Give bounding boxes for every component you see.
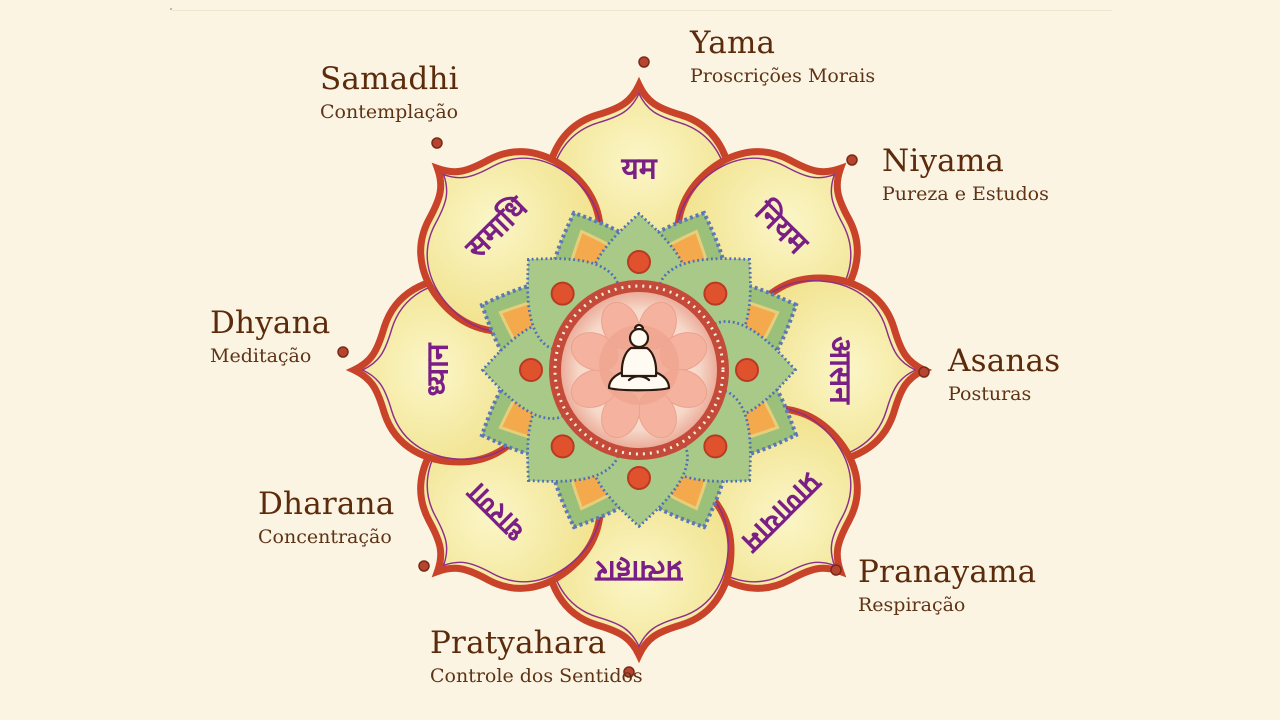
red-seed-dot xyxy=(519,358,543,382)
label-desc-yama: Proscrições Morais xyxy=(690,65,876,87)
top-divider-line xyxy=(172,10,1112,11)
inner-petal-secondary xyxy=(690,320,797,420)
meditating-buddha-icon xyxy=(607,323,671,392)
inner-petal-secondary xyxy=(641,372,786,517)
top-corner-dot xyxy=(170,8,172,10)
petal-tip-dot-dharana xyxy=(418,560,430,572)
red-seed-dot xyxy=(627,466,651,490)
inner-petal-secondary xyxy=(641,223,786,368)
petal-tip-dot-yama xyxy=(638,56,650,68)
label-desc-pratyahara: Controle dos Sentidos xyxy=(430,665,643,687)
petal-tip-dot-samadhi xyxy=(431,137,443,149)
inner-lotus-ring xyxy=(459,190,819,550)
label-desc-asanas: Posturas xyxy=(948,383,1032,405)
petal-samadhi: समाधि xyxy=(372,103,625,356)
inner-petal-secondary xyxy=(492,223,637,368)
red-seed-dot xyxy=(703,434,728,459)
petal-tip-dot-asanas xyxy=(918,366,930,378)
petal-script-pratyahara: प्रत्याहार xyxy=(594,554,684,589)
petal-script-yama: यम xyxy=(620,152,657,187)
inner-petal-secondary xyxy=(589,212,689,319)
label-desc-pranayama: Respiração xyxy=(858,594,966,616)
label-desc-niyama: Pureza e Estudos xyxy=(882,183,1049,205)
inner-petal-secondary xyxy=(481,320,588,420)
label-name-pratyahara: Pratyahara xyxy=(430,625,607,661)
label-name-dhyana: Dhyana xyxy=(210,305,331,341)
red-seed-dot xyxy=(627,250,651,274)
petal-tip-dot-niyama xyxy=(846,154,858,166)
petal-dhyana: ध्यान xyxy=(354,278,529,462)
inner-petal-secondary xyxy=(492,372,637,517)
red-seed-dot xyxy=(550,434,575,459)
label-name-yama: Yama xyxy=(690,25,776,61)
label-name-asanas: Asanas xyxy=(948,343,1061,379)
red-seed-dot xyxy=(550,281,575,306)
petal-script-dhyana: ध्यान xyxy=(421,342,456,396)
label-name-dharana: Dharana xyxy=(258,486,395,522)
label-name-samadhi: Samadhi xyxy=(320,61,459,97)
red-seed-dot xyxy=(703,281,728,306)
petal-asanas: आसन xyxy=(749,278,924,462)
petal-niyama: नियम xyxy=(653,103,906,356)
petal-script-asanas: आसन xyxy=(823,336,858,405)
label-name-niyama: Niyama xyxy=(882,143,1005,179)
label-desc-dharana: Concentração xyxy=(258,526,392,548)
label-desc-dhyana: Meditação xyxy=(210,345,312,367)
center-ring-dots xyxy=(553,284,725,456)
petal-tip-dot-dhyana xyxy=(337,346,349,358)
petal-tip-dot-pratyahara xyxy=(623,666,635,678)
red-seed-dot xyxy=(735,358,759,382)
petal-dharana: धारणा xyxy=(372,384,625,637)
outer-petals: यमनियमआसनप्राणायामप्रत्याहारधारणाध्यानसम… xyxy=(337,56,930,678)
label-desc-samadhi: Contemplação xyxy=(320,101,459,123)
label-name-pranayama: Pranayama xyxy=(858,554,1037,590)
petal-tip-dot-pranayama xyxy=(830,564,842,576)
inner-petal-secondary xyxy=(589,421,689,528)
petal-pratyahara: प्रत्याहार xyxy=(547,480,731,655)
petal-yama: यम xyxy=(547,85,731,260)
